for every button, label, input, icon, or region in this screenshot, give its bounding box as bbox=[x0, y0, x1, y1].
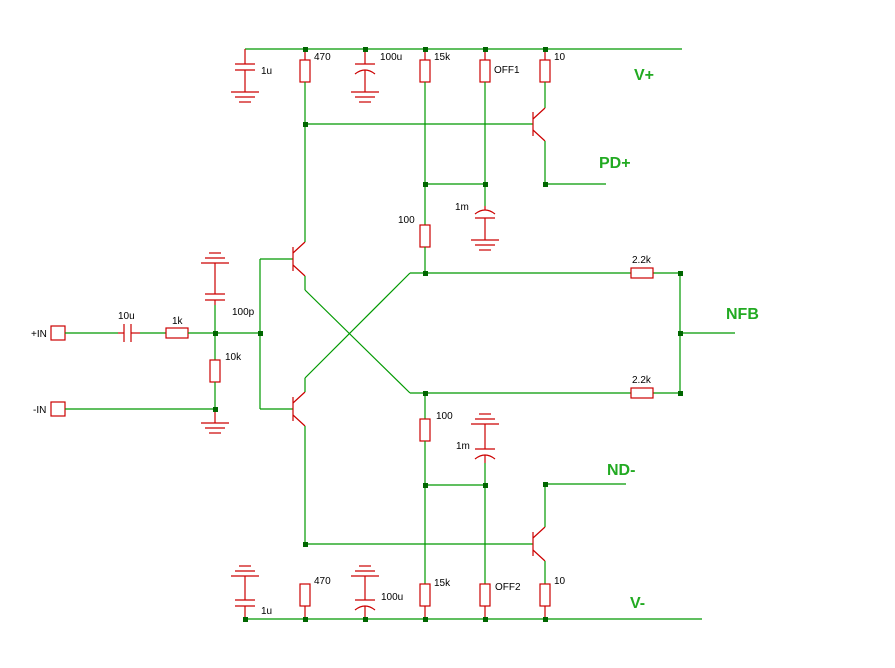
net-nd-minus: ND- bbox=[607, 462, 635, 479]
label-top-1m: 1m bbox=[455, 202, 469, 213]
top-1m-capacitor bbox=[471, 206, 499, 251]
nfb-junction bbox=[679, 273, 735, 393]
label-top-off1: OFF1 bbox=[494, 65, 520, 76]
input-minus-port bbox=[50, 401, 215, 417]
nfb-resistor-bottom bbox=[630, 387, 654, 399]
top-output-transistor bbox=[532, 107, 606, 185]
bottom-15k-resistor bbox=[419, 583, 431, 619]
label-bot-10: 10 bbox=[554, 576, 566, 587]
net-nfb: NFB bbox=[726, 306, 759, 323]
bias-resistor bbox=[201, 333, 229, 434]
label-nfb-top: 2.2k bbox=[632, 255, 652, 266]
top-100-resistor bbox=[419, 224, 431, 273]
input-capacitor bbox=[118, 324, 166, 342]
net-pd-plus: PD+ bbox=[599, 155, 631, 172]
label-in-plus: +IN bbox=[31, 329, 47, 340]
label-top-15k: 15k bbox=[434, 52, 451, 63]
base-node bbox=[259, 258, 293, 410]
label-bot-470: 470 bbox=[314, 576, 331, 587]
bottom-100-resistor bbox=[419, 393, 485, 584]
emitter-cross bbox=[304, 272, 680, 394]
bottom-470-resistor bbox=[299, 583, 311, 619]
label-bot-15k: 15k bbox=[434, 578, 451, 589]
input-transistor-top bbox=[292, 124, 306, 290]
bottom-off2-resistor bbox=[479, 583, 491, 619]
bottom-1m-capacitor bbox=[471, 413, 499, 584]
top-1u-capacitor bbox=[231, 49, 259, 103]
input-resistor bbox=[165, 327, 260, 339]
label-bot-off2: OFF2 bbox=[495, 582, 521, 593]
top-10-resistor bbox=[539, 49, 551, 108]
label-top-100u: 100u bbox=[380, 52, 402, 63]
junction-dots bbox=[213, 47, 683, 622]
label-top-1u: 1u bbox=[261, 66, 272, 77]
label-c-filter: 100p bbox=[232, 307, 255, 318]
label-bot-1m: 1m bbox=[456, 441, 470, 452]
label-top-100: 100 bbox=[398, 215, 415, 226]
label-bot-100u: 100u bbox=[381, 592, 403, 603]
label-top-10: 10 bbox=[554, 52, 566, 63]
bottom-1u-capacitor bbox=[231, 565, 259, 619]
input-plus-port bbox=[50, 325, 118, 341]
net-v-plus: V+ bbox=[634, 67, 654, 84]
label-c-in: 10u bbox=[118, 311, 135, 322]
label-nfb-bot: 2.2k bbox=[632, 375, 652, 386]
label-in-minus: -IN bbox=[33, 405, 46, 416]
bottom-output-transistor bbox=[305, 483, 626, 584]
net-v-minus: V- bbox=[630, 595, 645, 612]
nfb-resistor-top bbox=[630, 267, 654, 279]
label-bot-1u: 1u bbox=[261, 606, 272, 617]
input-transistor-bottom bbox=[292, 378, 306, 544]
bottom-100u-capacitor bbox=[351, 565, 379, 619]
label-bot-100: 100 bbox=[436, 411, 453, 422]
top-off1-resistor bbox=[479, 49, 491, 206]
top-15k-resistor bbox=[419, 49, 485, 225]
label-top-470: 470 bbox=[314, 52, 331, 63]
label-r-in: 1k bbox=[172, 316, 184, 327]
label-r-bias: 10k bbox=[225, 352, 242, 363]
top-100u-capacitor bbox=[351, 49, 379, 103]
filter-capacitor bbox=[201, 252, 229, 333]
top-470-resistor bbox=[299, 49, 533, 125]
bottom-10-resistor bbox=[539, 583, 551, 619]
